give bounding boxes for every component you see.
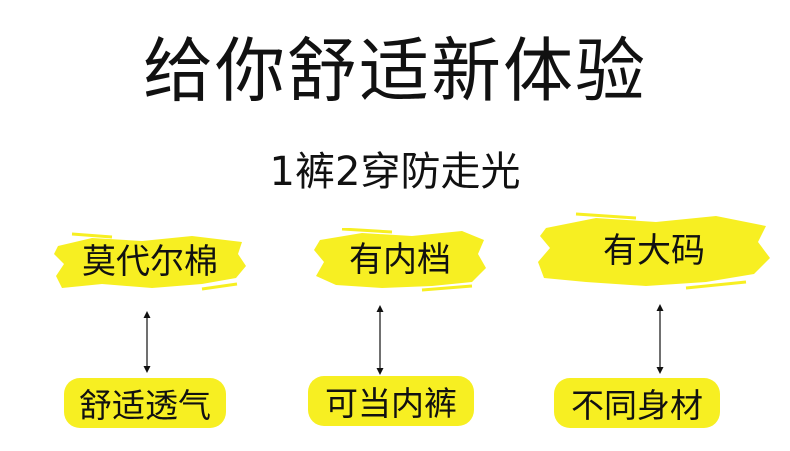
feature-column-1: 莫代尔棉 舒适透气 — [0, 0, 260, 451]
feature-highlight-1: 莫代尔棉 — [52, 232, 248, 292]
feature-bottom-label-1: 舒适透气 — [79, 386, 211, 425]
double-arrow-3 — [656, 304, 664, 374]
feature-column-2: 有内档 可当内裤 — [290, 0, 510, 451]
feature-top-label-2: 有内档 — [349, 240, 451, 280]
feature-top-label-1: 莫代尔棉 — [82, 242, 218, 282]
brush-stroke-2 — [314, 228, 486, 292]
double-arrow-1 — [143, 311, 151, 373]
feature-pill-2: 可当内裤 — [308, 376, 474, 426]
feature-bottom-label-2: 可当内裤 — [325, 384, 457, 423]
feature-pill-3: 不同身材 — [554, 378, 720, 428]
feature-highlight-2: 有内档 — [312, 228, 488, 292]
double-arrow-2 — [376, 305, 384, 375]
feature-column-3: 有大码 不同身材 — [530, 0, 780, 451]
feature-pill-1: 舒适透气 — [64, 378, 226, 428]
page-title: 给你舒适新体验 — [143, 30, 647, 112]
feature-top-label-3: 有大码 — [603, 231, 705, 271]
feature-bottom-label-3: 不同身材 — [571, 386, 703, 425]
brush-stroke-1 — [54, 232, 246, 291]
page-subtitle: 1裤2穿防走光 — [269, 149, 521, 195]
feature-highlight-3: 有大码 — [536, 212, 772, 290]
brush-stroke-3 — [538, 212, 770, 290]
